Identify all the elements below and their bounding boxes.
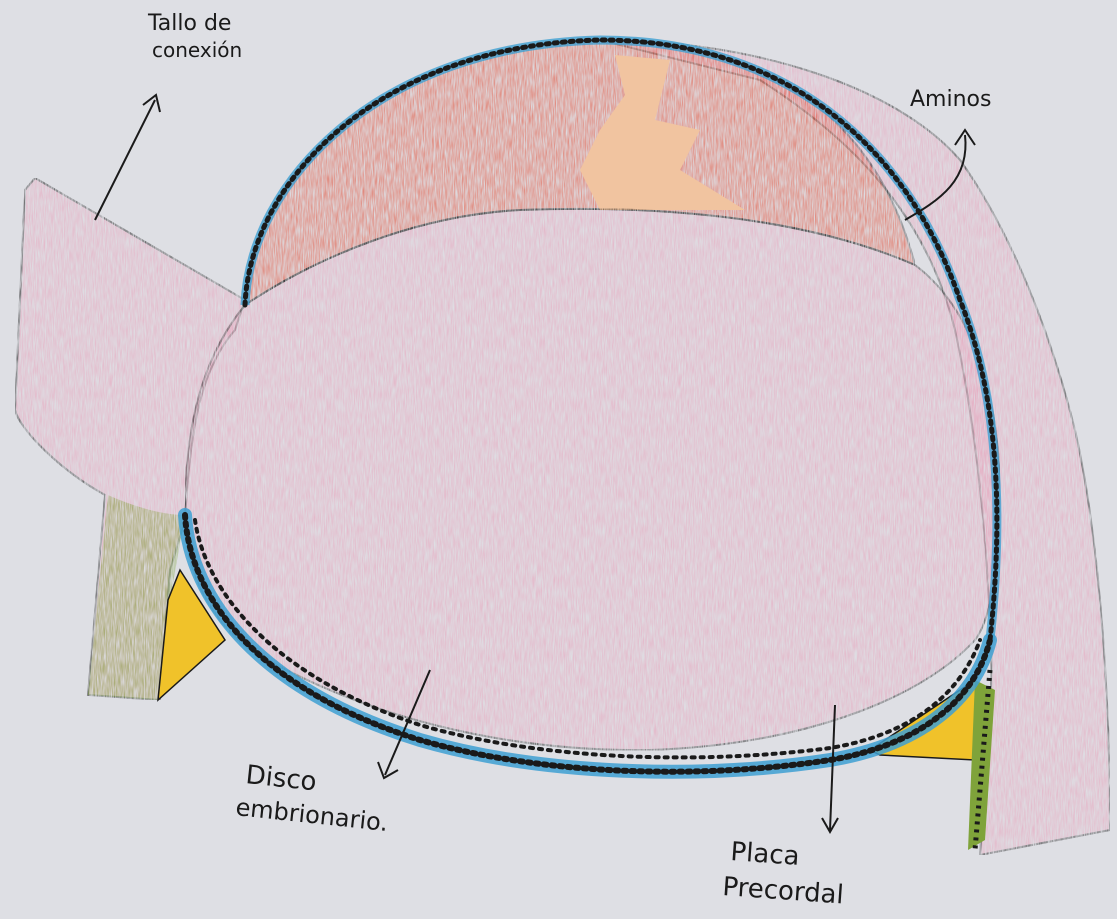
label-tallo-line2: conexión: [152, 38, 242, 62]
label-placa-line1: Placa: [730, 837, 801, 872]
embryonic-disc: [185, 209, 1000, 750]
label-aminos: Aminos: [910, 87, 991, 112]
label-tallo-line1: Tallo de: [147, 11, 231, 36]
